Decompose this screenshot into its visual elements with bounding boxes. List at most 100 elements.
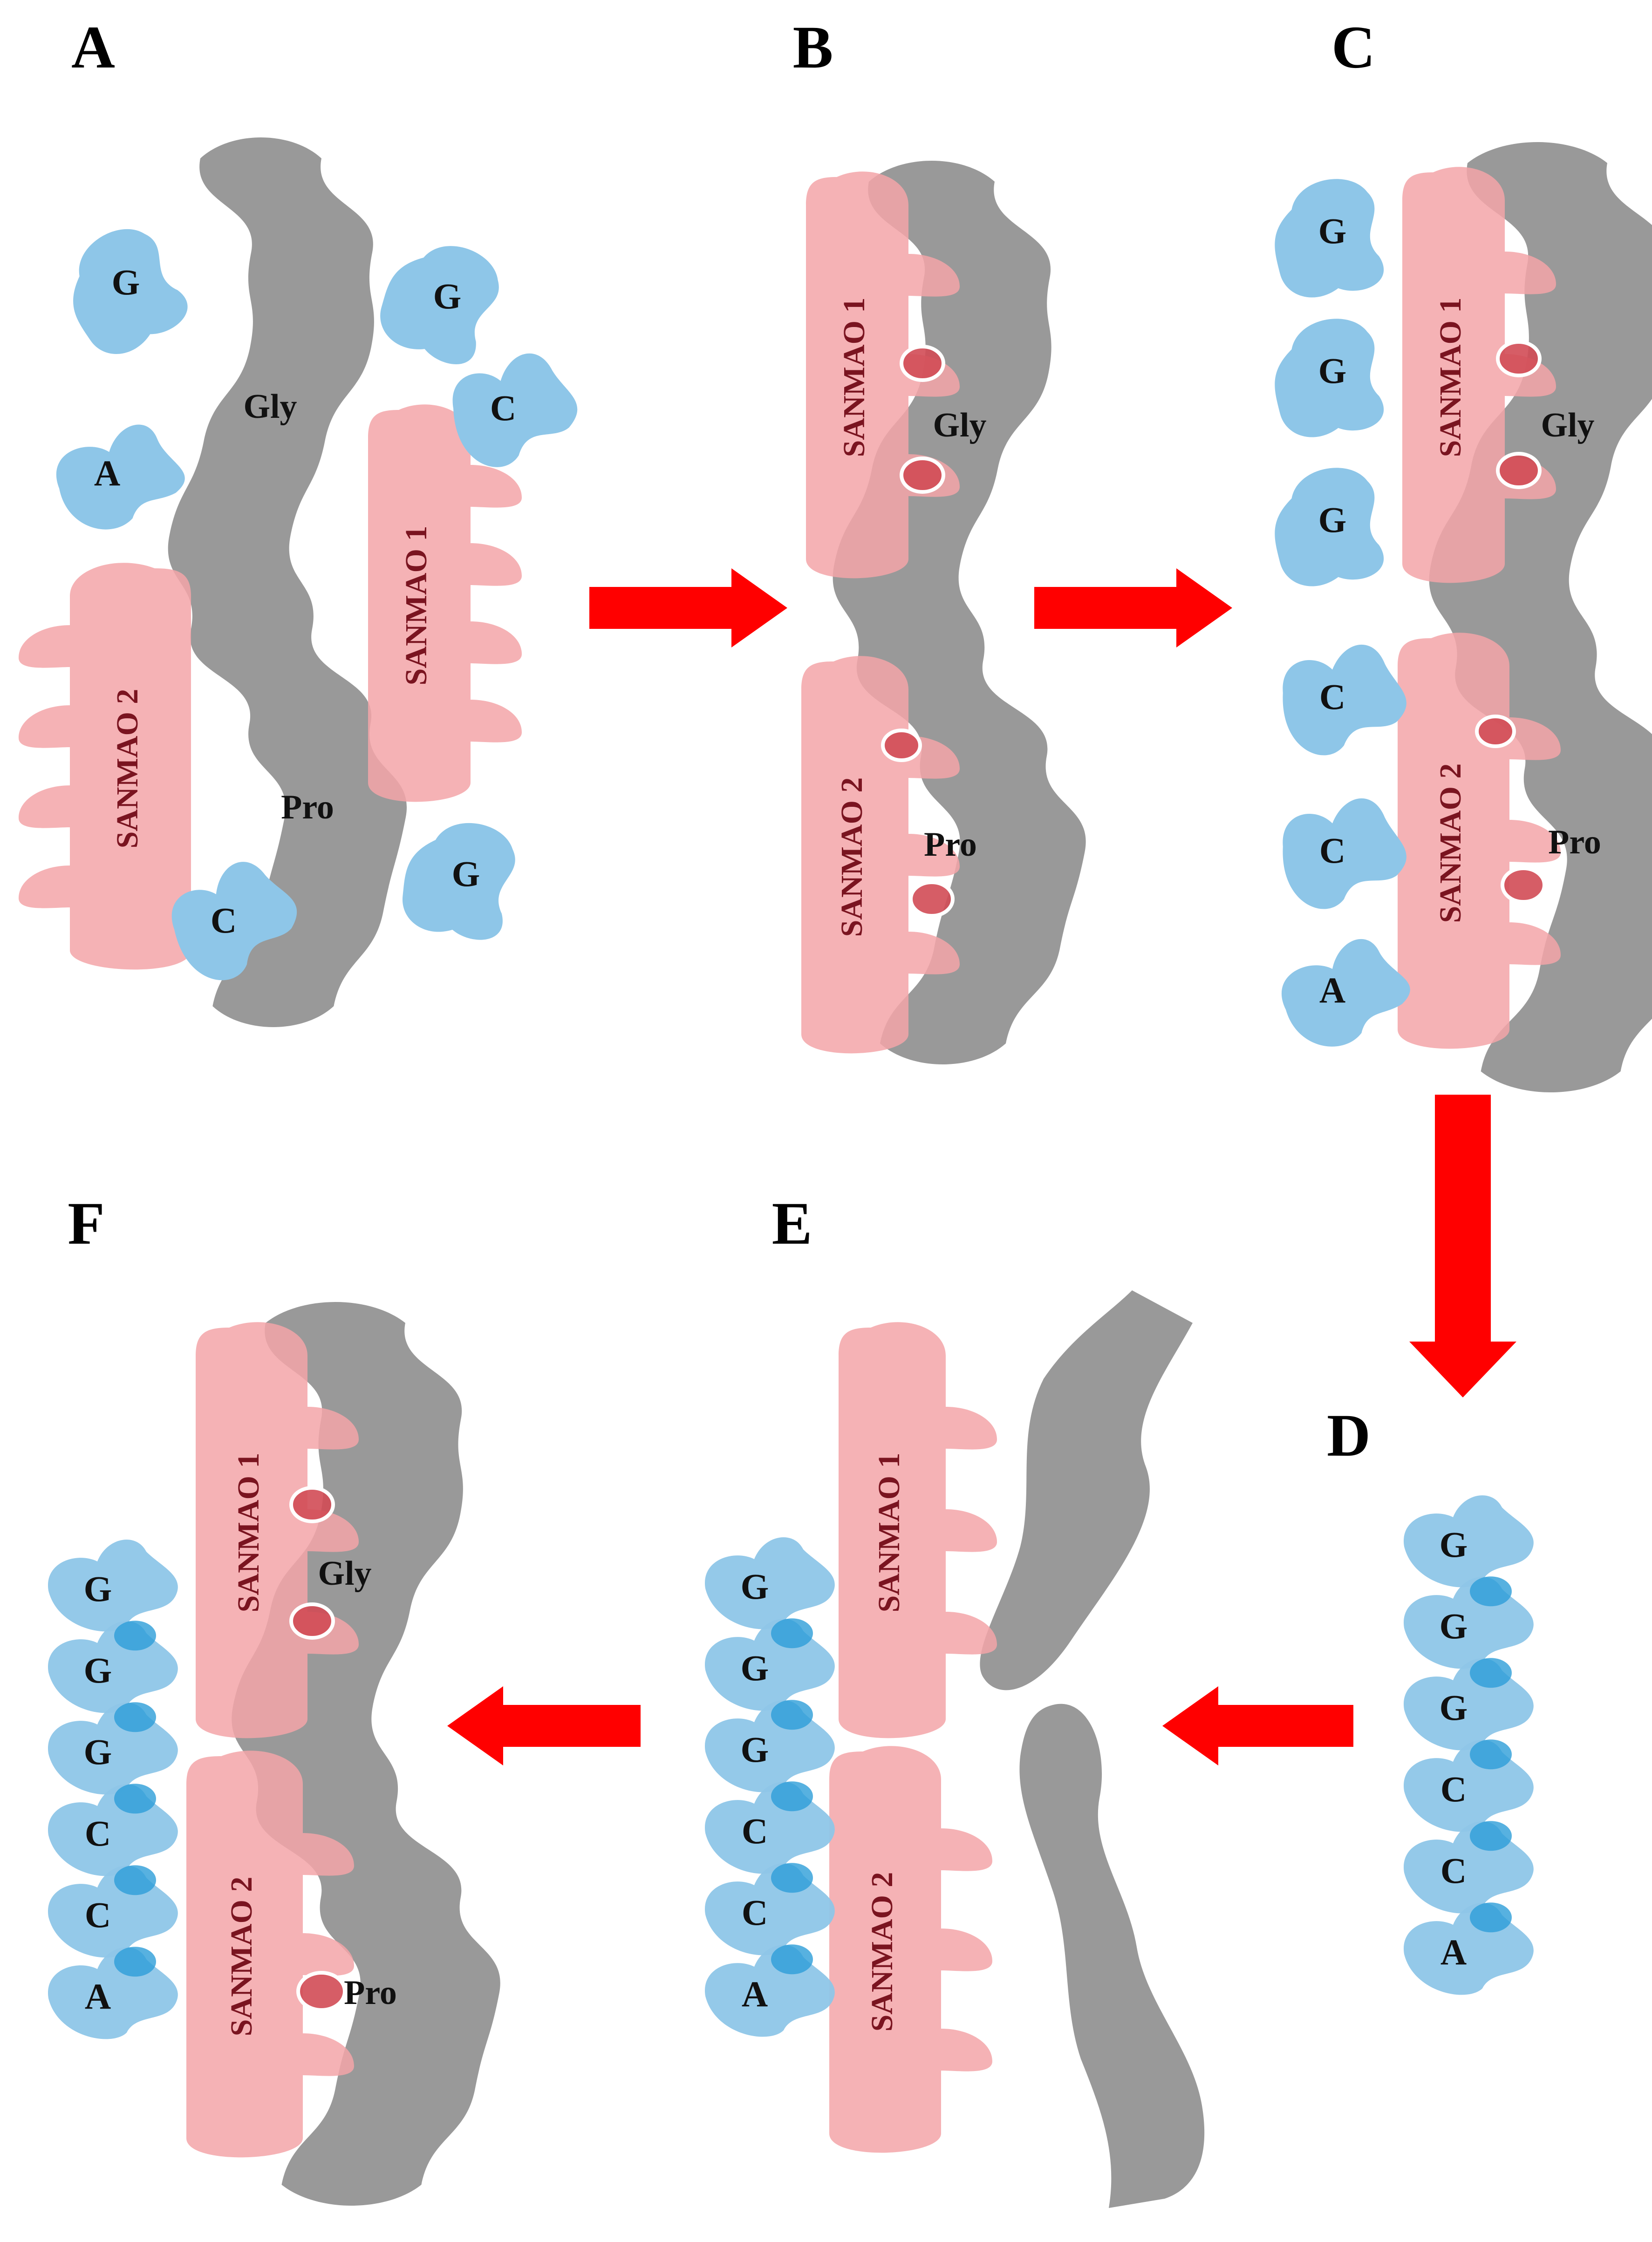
stack-d-overlap-5: [1470, 1902, 1512, 1933]
protein-f: [232, 1302, 500, 2206]
protein-a: [168, 137, 407, 1027]
free-nucleotide-a-1-letter: A: [94, 453, 120, 493]
protein-a-label-pro: Pro: [281, 788, 334, 826]
free-nucleotide-a-3-letter: C: [490, 388, 516, 428]
stack-f-letter-1: G: [84, 1650, 112, 1690]
stack-d-overlap-1: [1470, 1576, 1512, 1607]
panel-e: E SANMAO 1 SANMAO 2 G G G C C A: [704, 1190, 1205, 2208]
sanmao-2-e-label: SANMAO 2: [865, 1872, 899, 2032]
nucleotide-c-4-letter: C: [1319, 830, 1345, 871]
free-nucleotide-a-4-letter: G: [452, 853, 480, 894]
protein-f-label-gly: Gly: [318, 1554, 371, 1593]
stack-d-letter-4: C: [1440, 1850, 1467, 1891]
stack-f-unit-5: [48, 1947, 178, 2039]
contact-c-3: [1475, 715, 1516, 748]
contact-c-4: [1501, 866, 1546, 904]
stack-f-overlap-4: [114, 1865, 156, 1895]
stack-e-letter-2: G: [741, 1729, 769, 1770]
stack-f-overlap-5: [114, 1947, 156, 1977]
contact-f-3: [296, 1971, 347, 2012]
stack-e-letter-4: C: [742, 1892, 768, 1933]
stack-e-letter-3: C: [742, 1811, 768, 1851]
contact-b-3: [881, 729, 922, 762]
nucleotide-c-2-letter: G: [1318, 499, 1347, 540]
panel-letter-e: E: [772, 1190, 812, 1257]
sanmao-2-a: [19, 563, 191, 970]
sanmao-2-f-label: SANMAO 2: [225, 1877, 259, 2037]
protein-c-label-gly: Gly: [1541, 406, 1594, 444]
sanmao-1-c-label: SANMAO 1: [1434, 298, 1468, 457]
stack-d-unit-2: [1403, 1658, 1534, 1751]
stack-e-overlap-2: [771, 1700, 813, 1730]
contact-b-1: [900, 345, 945, 382]
free-nucleotide-a-2-letter: G: [433, 276, 462, 316]
nucleotide-c-3-letter: C: [1319, 676, 1345, 717]
free-nucleotide-a-1: [52, 417, 190, 536]
stack-d-unit-4: [1403, 1821, 1534, 1914]
sanmao-2-f: [186, 1751, 354, 2158]
stack-f-letter-5: A: [85, 1976, 111, 2017]
stack-f-unit-4: [48, 1866, 178, 1958]
stack-e-overlap-4: [771, 1863, 813, 1893]
panel-letter-a: A: [71, 14, 115, 81]
panel-letter-b: B: [793, 14, 833, 81]
stack-f-letter-3: C: [85, 1813, 111, 1854]
stack-e-letter-0: G: [741, 1566, 769, 1607]
stack-d-letter-2: G: [1440, 1687, 1468, 1728]
protein-e-lower: [1019, 1704, 1205, 2208]
stack-d-unit-0: [1403, 1495, 1534, 1588]
stack-e-overlap-5: [771, 1944, 813, 1975]
stack-f-unit-1: [48, 1621, 178, 1713]
sanmao-2-c-label: SANMAO 2: [1434, 763, 1468, 923]
stack-f-letter-0: G: [84, 1568, 112, 1609]
stack-d-overlap-4: [1470, 1821, 1512, 1851]
stack-e-overlap-1: [771, 1618, 813, 1649]
contact-b-4: [909, 880, 955, 918]
sanmao-1-a-label: SANMAO 1: [399, 526, 433, 686]
stack-e-overlap-3: [771, 1781, 813, 1812]
stack-d-letter-0: G: [1440, 1524, 1468, 1565]
sanmao-2-e: [829, 1746, 992, 2153]
stack-e-unit-0: [704, 1537, 835, 1629]
free-nucleotide-a-0-letter: G: [112, 262, 140, 302]
stack-e-letter-1: G: [741, 1648, 769, 1688]
stack-e-unit-1: [704, 1619, 835, 1711]
protein-a-label-gly: Gly: [243, 388, 297, 426]
stack-d-overlap-3: [1470, 1739, 1512, 1770]
stack-d-unit-5: [1403, 1903, 1534, 1995]
panel-letter-f: F: [68, 1190, 104, 1257]
arrow-b-to-c: [1034, 568, 1232, 647]
nucleotide-c-0-letter: G: [1318, 211, 1347, 251]
sanmao-1-e: [839, 1322, 997, 1738]
contact-f-2: [289, 1602, 335, 1640]
nucleotide-c-5-letter: A: [1319, 970, 1345, 1010]
stack-d-letter-5: A: [1440, 1932, 1467, 1972]
stack-e-letter-5: A: [742, 1974, 768, 2014]
stack-f-letter-4: C: [85, 1894, 111, 1935]
stack-d-unit-3: [1403, 1740, 1534, 1832]
stack-f-overlap-2: [114, 1702, 156, 1732]
stack-e-unit-2: [704, 1700, 835, 1792]
protein-c-label-pro: Pro: [1548, 823, 1601, 861]
stack-d-letter-1: G: [1440, 1606, 1468, 1646]
sanmao-1-e-label: SANMAO 1: [872, 1453, 906, 1613]
protein-c: [1429, 142, 1652, 1092]
protein-b-label-gly: Gly: [933, 406, 986, 444]
stack-f-letter-2: G: [84, 1731, 112, 1772]
sanmao-2-b-label: SANMAO 2: [835, 777, 869, 937]
arrow-d-to-e: [1162, 1686, 1353, 1765]
protein-e-upper: [980, 1290, 1193, 1690]
sanmao-1-a: [368, 404, 522, 802]
contact-c-2: [1496, 452, 1542, 489]
arrow-c-to-d: [1409, 1095, 1516, 1397]
contact-f-1: [289, 1486, 335, 1523]
sanmao-1-b-label: SANMAO 1: [837, 298, 871, 457]
stack-e-unit-3: [704, 1782, 835, 1874]
